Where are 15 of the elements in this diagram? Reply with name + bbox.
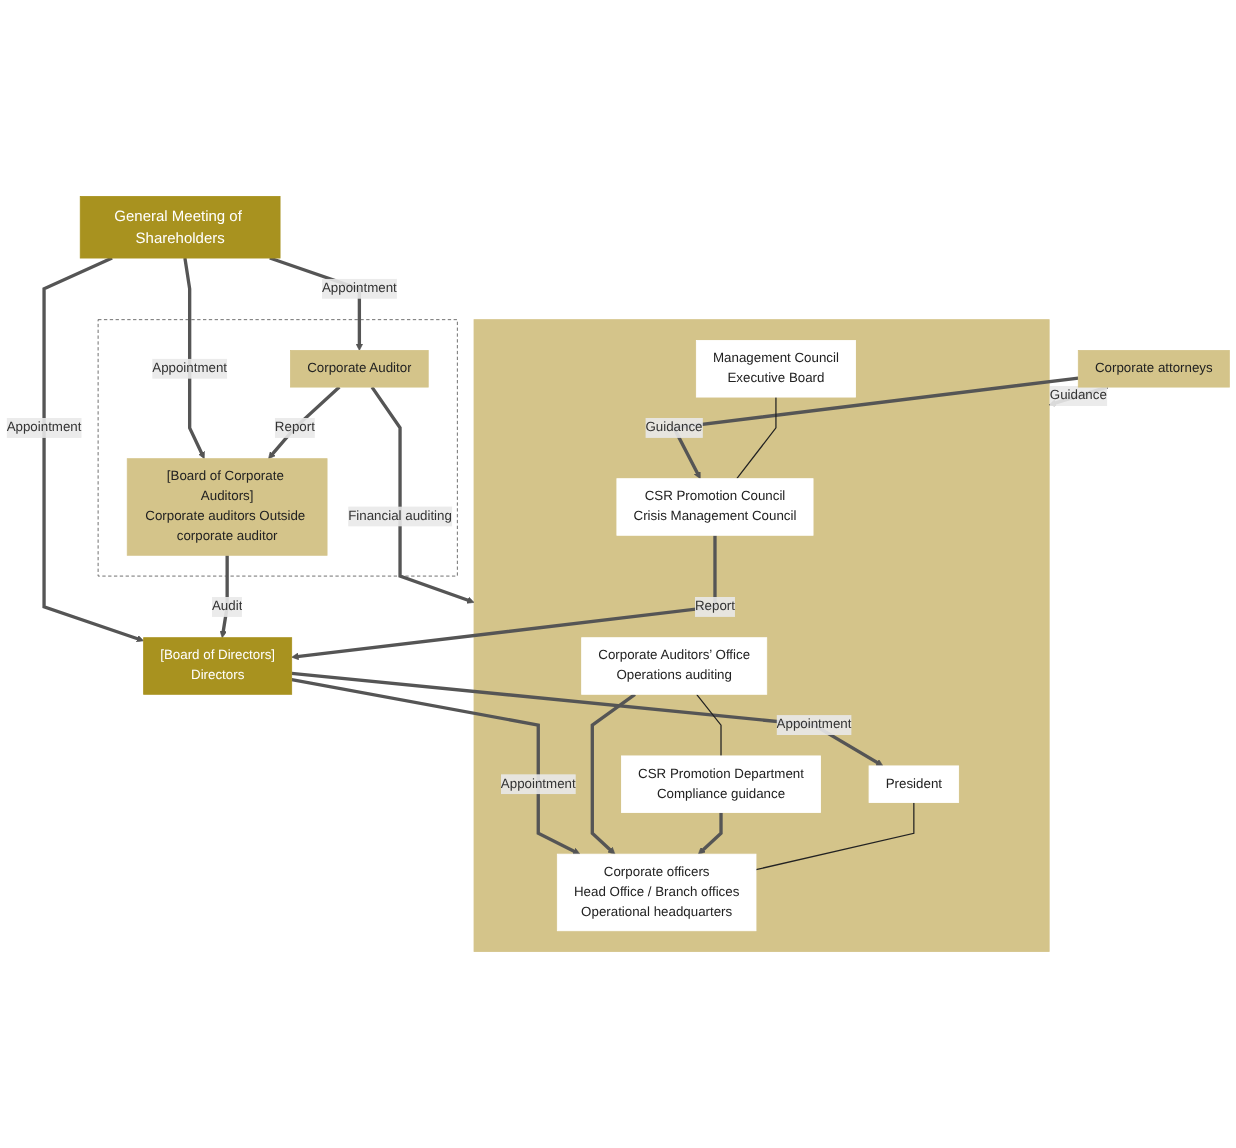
arrow <box>698 812 723 855</box>
connector <box>755 801 915 871</box>
arrow <box>268 385 341 459</box>
arrow <box>219 555 229 638</box>
connector <box>736 396 777 480</box>
arrow <box>590 692 636 855</box>
arrow <box>291 535 717 661</box>
arrow <box>183 257 205 460</box>
arrow <box>42 256 144 643</box>
arrow <box>291 678 581 855</box>
cluster <box>97 319 458 577</box>
arrow <box>291 671 884 767</box>
connector <box>696 693 722 757</box>
cluster <box>473 319 1050 952</box>
arrow <box>370 386 475 604</box>
